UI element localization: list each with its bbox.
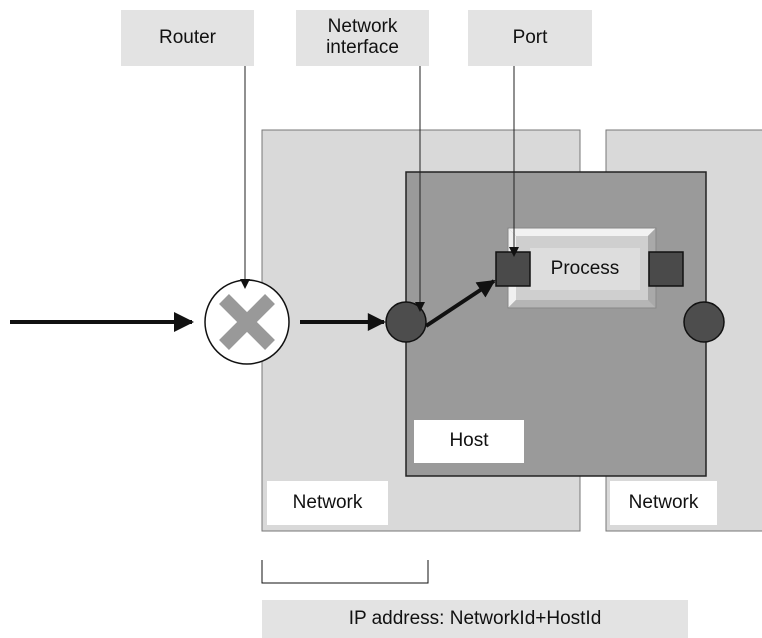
router-label: Router — [121, 10, 254, 66]
port-right — [648, 251, 684, 287]
port-left — [495, 251, 531, 287]
network-interface-label: Network interface — [296, 10, 429, 66]
network-right-label: Network — [610, 481, 717, 525]
router-icon — [204, 279, 290, 365]
host-label: Host — [414, 420, 524, 463]
network-interface-right — [683, 301, 725, 343]
network-left-label: Network — [267, 481, 388, 525]
port-label: Port — [468, 10, 592, 66]
process-label: Process — [550, 257, 620, 279]
interface-to-port-arrow — [424, 279, 496, 328]
ip-bracket — [261, 560, 429, 584]
ip-address-label: IP address: NetworkId+HostId — [262, 600, 688, 638]
process-box — [507, 227, 657, 309]
network-interface-left — [385, 301, 427, 343]
